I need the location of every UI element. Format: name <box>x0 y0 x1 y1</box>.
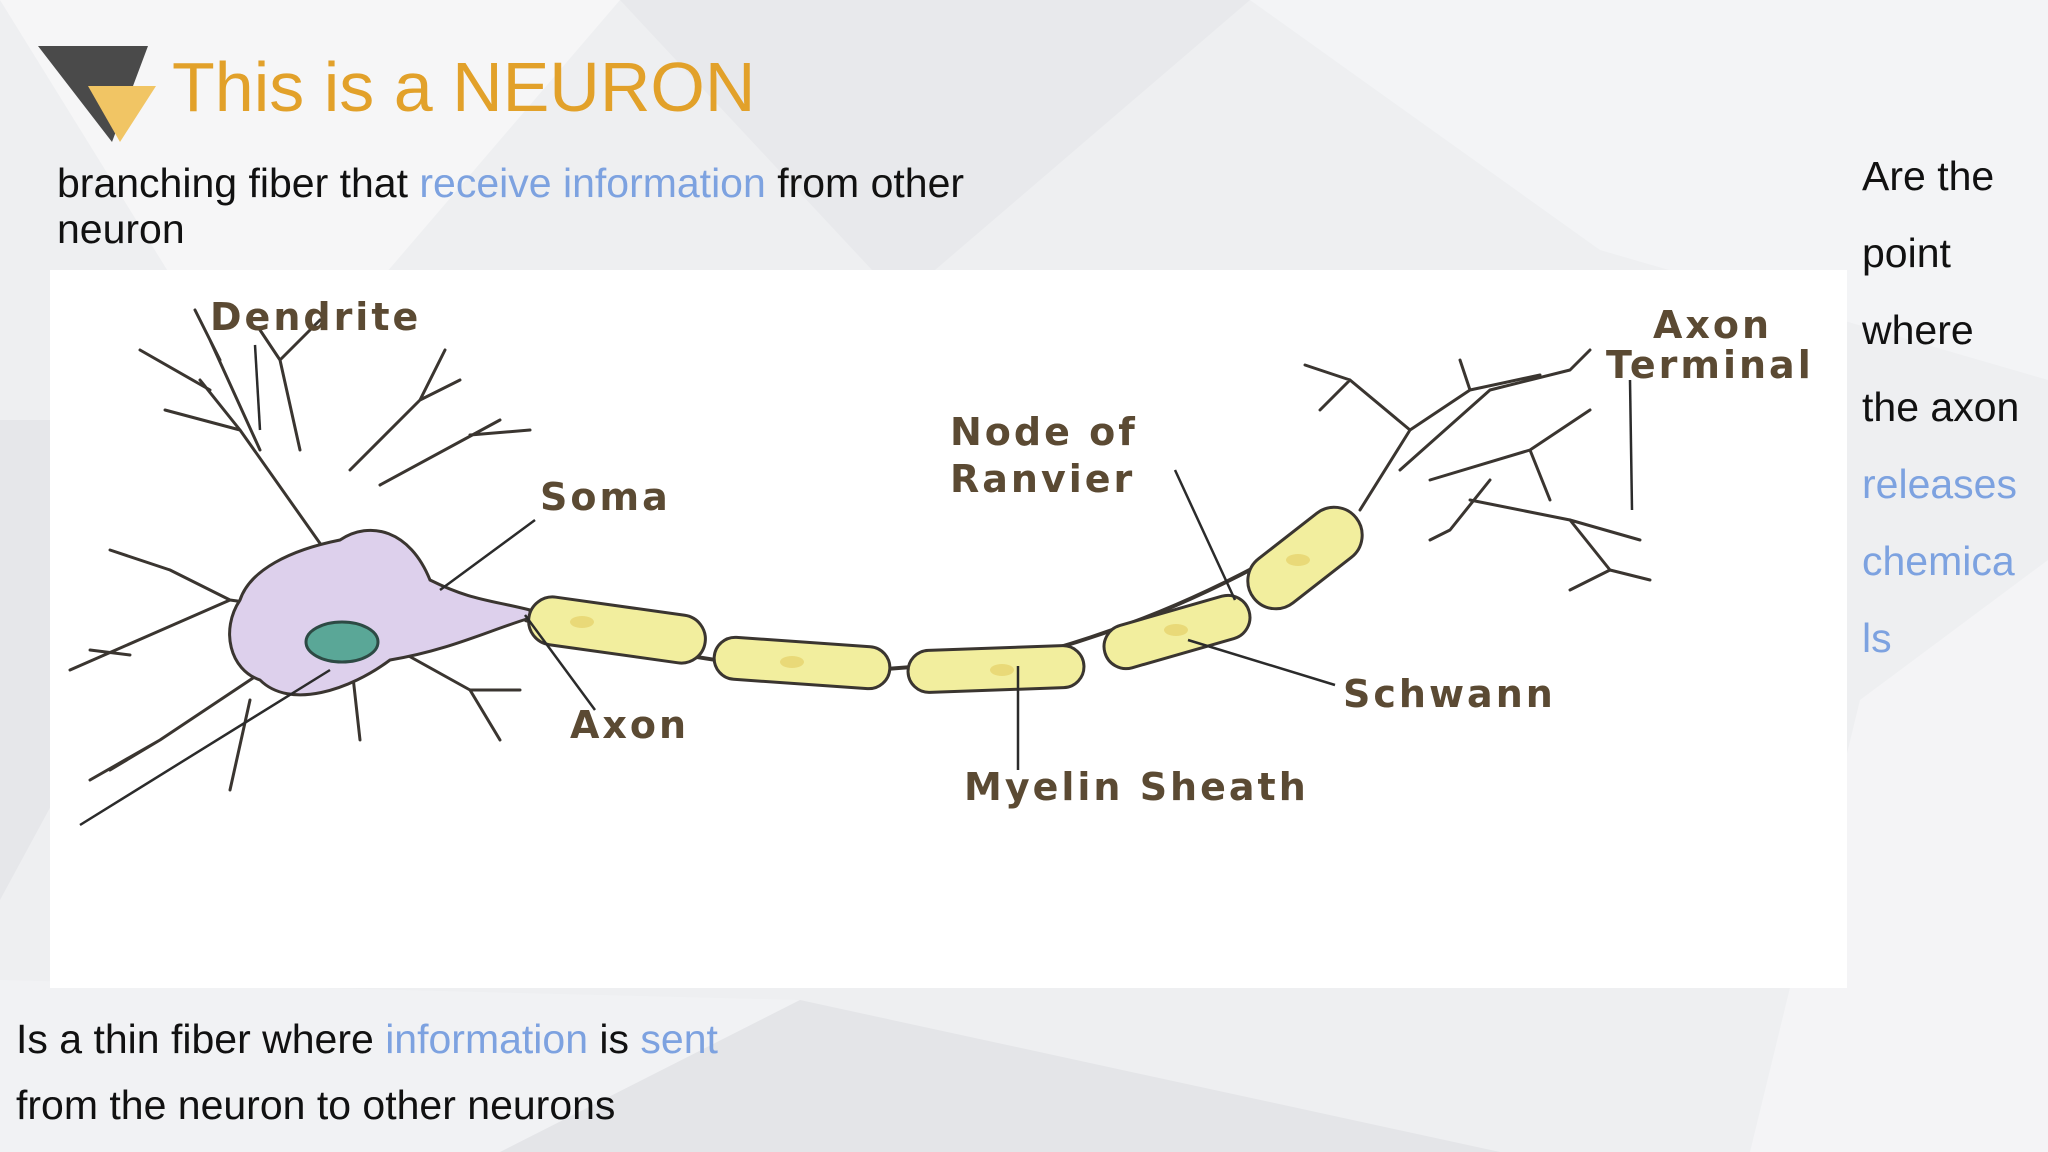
axon-text-part: is <box>588 1016 641 1062</box>
label-axon-terminal-1: Axon <box>1653 303 1772 347</box>
axon-text-line2: from the neuron to other neurons <box>16 1082 616 1128</box>
label-soma: Soma <box>540 475 671 519</box>
terminal-text-highlight: chemica <box>1862 538 2015 584</box>
dendrite-text-highlight: receive information <box>419 160 766 206</box>
label-axon-terminal-2: Terminal <box>1606 343 1814 387</box>
label-dendrite: Dendrite <box>210 295 421 339</box>
terminal-text-highlight: releases <box>1862 461 2017 507</box>
label-node-of-ranvier-1: Node of <box>950 410 1138 454</box>
myelin-sheaths <box>527 505 1364 694</box>
terminal-text-line: where <box>1862 307 1974 353</box>
label-axon: Axon <box>570 703 689 747</box>
axon-text-line1: Is a thin fiber where information is sen… <box>16 1006 718 1072</box>
dendrite-text-part1: branching fiber that <box>57 160 420 206</box>
axon-terminal-description: Are the point where the axon releases ch… <box>1862 138 2042 677</box>
neuron-diagram: Dendrite Soma Axon Node of Ranvier Schwa… <box>50 270 1847 988</box>
dendrite-description: branching fiber that receive information… <box>57 160 1057 252</box>
logo-triangle-icon <box>38 46 156 142</box>
dendrite-text-part2: from other neuron <box>57 160 965 252</box>
label-pointer-lines <box>79 344 1634 827</box>
label-node-of-ranvier-2: Ranvier <box>950 457 1135 501</box>
terminal-text-line: point <box>1862 230 1951 276</box>
dendrite-branches <box>68 308 532 792</box>
axon-description: Is a thin fiber where information is sen… <box>16 1006 718 1138</box>
slide-title: This is a NEURON <box>172 48 756 126</box>
schwann-nuclei <box>570 554 1310 676</box>
axon-text-highlight: information <box>385 1016 589 1062</box>
axon-terminal-branches <box>1303 348 1652 592</box>
axon-text-part: Is a thin fiber where <box>16 1016 386 1062</box>
label-schwann: Schwann <box>1343 672 1556 716</box>
axon-text-highlight: sent <box>640 1016 718 1062</box>
terminal-text-highlight: ls <box>1862 615 1892 661</box>
soma-body <box>228 528 532 697</box>
nucleus <box>304 620 380 664</box>
terminal-text-line: the axon <box>1862 384 2020 430</box>
terminal-text-line: Are the <box>1862 153 1995 199</box>
label-myelin-sheath: Myelin Sheath <box>964 765 1309 809</box>
